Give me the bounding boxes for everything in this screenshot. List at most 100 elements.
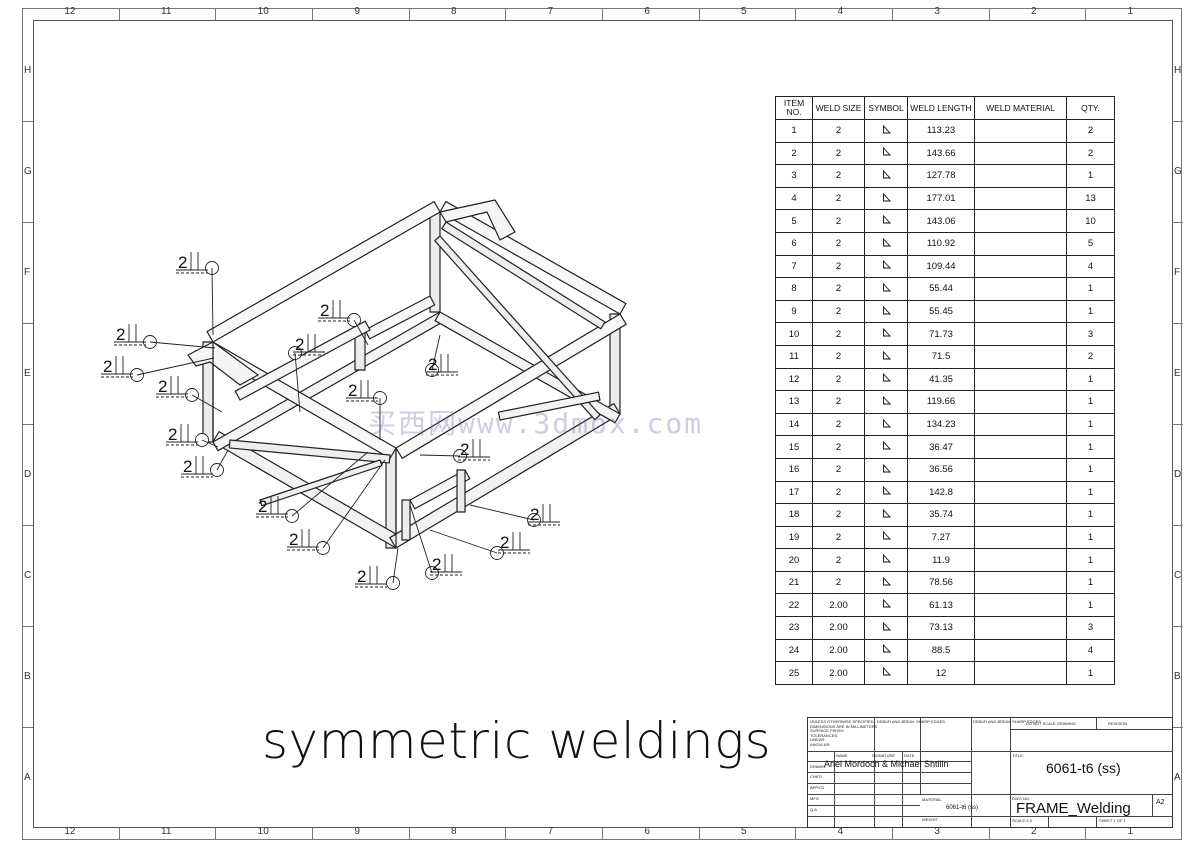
cell-symbol [864,344,908,369]
cell-symbol [864,299,908,324]
tb-label-finish-top: DEBUR AND BREAK SHARP EDGES [877,719,945,724]
zone-row-label: A [1174,771,1181,783]
header-weld-material: WELD MATERIAL [974,96,1067,120]
tb-label-debur: DEBUR AND BREAK SHARP EDGES [973,719,1041,724]
cell-weld-material [974,322,1067,346]
fillet-weld-icon [882,215,891,224]
fillet-weld-icon [882,554,891,563]
frame-tube [409,469,471,510]
cell-weld-size: 2.00 [812,616,865,640]
cell-item-no: 13 [775,390,813,414]
fillet-weld-icon [882,667,891,676]
cell-weld-material [974,277,1067,301]
fillet-weld-icon [882,169,891,179]
cell-weld-size: 2 [812,548,865,572]
zone-row-label: E [24,367,31,379]
cell-symbol [864,480,908,505]
cell-weld-material [974,367,1067,392]
fillet-weld-icon [882,486,891,495]
cell-weld-size: 2 [812,412,865,437]
zone-row-label: E [1174,367,1181,379]
cell-weld-material [974,525,1067,550]
cell-qty: 1 [1066,570,1115,595]
weld-size-label: 2 [460,440,469,459]
cell-item-no: 18 [775,503,813,527]
fillet-weld-icon [882,124,891,134]
cell-symbol [864,435,908,459]
cell-qty: 1 [1066,164,1115,188]
zone-row-label: G [24,165,32,177]
drawing-title: symmetric weldings [262,712,772,770]
cell-symbol [864,638,908,663]
fillet-weld-icon [882,395,891,405]
cell-weld-length: 36.56 [907,457,975,482]
cell-symbol [864,570,908,595]
cell-symbol [864,209,908,233]
weld-size-label: 2 [178,253,187,272]
zone-row-label: H [1174,64,1182,76]
zone-column-label: 11 [161,6,172,17]
tb-label-dwg-no: DWG NO. [1012,796,1030,801]
zone-row-label: F [1174,266,1181,278]
fillet-weld-icon [882,508,891,518]
fillet-weld-icon [882,260,891,269]
cell-weld-material [974,164,1067,188]
frame-tube [441,221,606,330]
tb-label-mfg: MFG [810,796,819,801]
zone-column-label: 5 [741,826,747,837]
cell-weld-material [974,661,1067,685]
weld-size-label: 2 [428,355,437,374]
frame-tube [395,313,627,459]
zone-column-label: 5 [741,6,747,17]
zone-row-label: B [1174,670,1181,682]
cell-weld-length: 142.8 [907,480,975,505]
frame-tube [456,469,466,513]
cell-qty: 3 [1066,322,1115,346]
zone-row-label: A [24,771,31,783]
tb-title-value: 6061-t6 (ss) [1046,760,1121,776]
cell-weld-size: 2.00 [812,638,865,663]
cell-qty: 1 [1066,525,1115,550]
cell-weld-length: 88.5 [907,638,975,663]
cell-weld-length: 143.66 [907,141,975,166]
zone-column-label: 10 [257,6,269,17]
zone-column-label: 12 [64,6,76,17]
tb-drawn-by: Ariel Mordoch & Michael Shtilin [824,759,949,769]
header-weld-size: WELD SIZE [812,96,865,120]
cell-weld-length: 36.47 [907,435,975,459]
zone-row-label: C [24,569,32,581]
cell-weld-length: 143.06 [907,209,975,233]
cell-weld-size: 2 [812,457,865,482]
weld-size-label: 2 [116,325,125,344]
cell-item-no: 9 [775,299,813,324]
cell-weld-size: 2.00 [812,661,865,685]
cell-qty: 10 [1066,209,1115,233]
frame-tube [228,439,391,464]
zone-column-label: 4 [837,6,844,17]
weld-size-label: 2 [348,381,357,400]
frame-tube [389,403,621,549]
cell-weld-length: 110.92 [907,231,975,256]
weld-leader [211,267,214,336]
cell-symbol [864,367,908,392]
zone-column-label: 6 [644,6,650,17]
cell-item-no: 4 [775,186,813,211]
weld-leader [469,504,535,521]
cell-weld-size: 2.00 [812,593,865,618]
header-symbol: SYMBOL [864,96,908,120]
cell-weld-length: 12 [907,661,975,685]
cell-weld-material [974,570,1067,595]
cell-weld-length: 78.56 [907,570,975,595]
weld-size-label: 2 [432,555,441,574]
